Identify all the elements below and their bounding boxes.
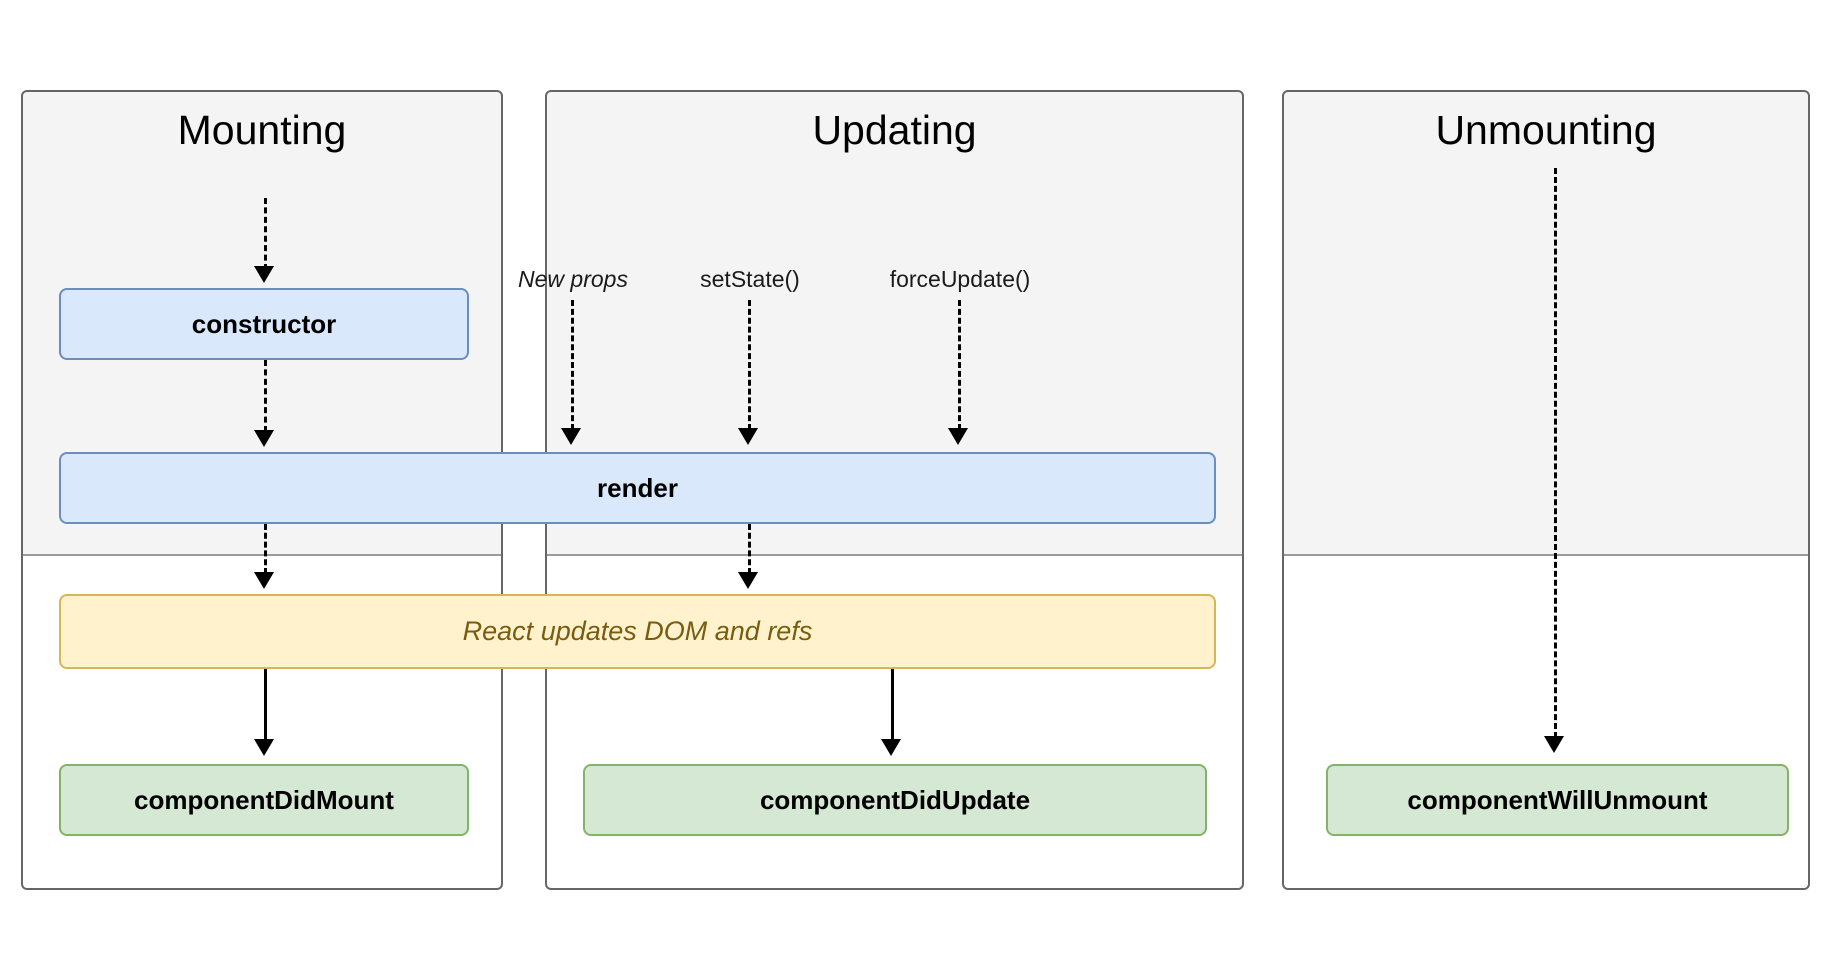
phase-column-unmounting [1282,90,1810,890]
connector-render-to-commit-updating [748,524,751,574]
connector-setstate-to-render [748,300,751,430]
arrowhead-render-to-commit-updating [738,572,758,589]
trigger-label-forceupdate: forceUpdate() [889,266,1031,292]
node-render[interactable]: render [59,452,1216,524]
connector-unmounting-to-will-unmount [1554,168,1557,738]
node-constructor[interactable]: constructor [59,288,469,360]
phase-title-updating: Updating [812,107,977,153]
arrowhead-forceupdate-to-render [948,428,968,445]
connector-forceupdate-to-render [958,300,961,430]
unmounting-render-phase-band [1284,92,1808,556]
arrowhead-new-props-to-render [561,428,581,445]
arrowhead-setstate-to-render [738,428,758,445]
arrowhead-commit-to-did-mount [254,739,274,756]
phase-title-unmounting: Unmounting [1435,107,1657,153]
trigger-label-new-props: New props [518,266,628,292]
arrowhead-commit-to-did-update [881,739,901,756]
arrowhead-mounting-to-constructor [254,266,274,283]
connector-mounting-to-constructor [264,198,267,270]
connector-commit-to-did-mount [264,669,267,741]
connector-commit-to-did-update [891,669,894,741]
node-react-updates-dom-and-refs[interactable]: React updates DOM and refs [59,594,1216,669]
node-component-will-unmount[interactable]: componentWillUnmount [1326,764,1789,836]
connector-new-props-to-render [571,300,574,430]
node-component-did-update[interactable]: componentDidUpdate [583,764,1207,836]
arrowhead-render-to-commit-mounting [254,572,274,589]
node-component-did-mount[interactable]: componentDidMount [59,764,469,836]
connector-constructor-to-render [264,360,267,432]
trigger-label-setstate: setState() [700,266,800,292]
phase-title-mounting: Mounting [177,107,347,153]
arrowhead-constructor-to-render [254,430,274,447]
arrowhead-unmounting-to-will-unmount [1544,736,1564,753]
connector-render-to-commit-mounting [264,524,267,574]
